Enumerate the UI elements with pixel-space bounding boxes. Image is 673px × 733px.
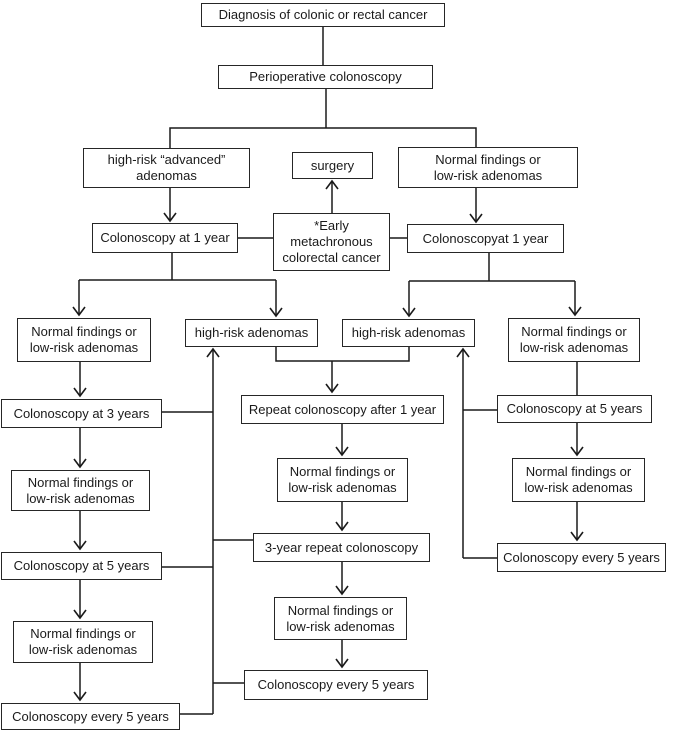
node-normal-findings-left-1: Normal findings or low-risk adenomas — [17, 318, 151, 362]
node-normal-findings-top-right: Normal findings or low-risk adenomas — [398, 147, 578, 188]
node-colonoscopy-every-5-years-right: Colonoscopy every 5 years — [497, 543, 666, 572]
node-colonoscopy-1-year-right: Colonoscopyat 1 year — [407, 224, 564, 253]
node-3-year-repeat-colonoscopy: 3-year repeat colonoscopy — [253, 533, 430, 562]
node-high-risk-adenomas-2: high-risk adenomas — [342, 319, 475, 347]
node-repeat-colonoscopy-after-1-year: Repeat colonoscopy after 1 year — [241, 395, 444, 424]
connector-lines — [72, 26, 584, 715]
node-normal-findings-right-1: Normal findings or low-risk adenomas — [508, 318, 640, 362]
node-colonoscopy-5-years-left: Colonoscopy at 5 years — [1, 552, 162, 580]
node-colonoscopy-3-years: Colonoscopy at 3 years — [1, 399, 162, 428]
node-early-metachronous-cancer: *Early metachronous colorectal cancer — [273, 213, 390, 271]
node-diagnosis: Diagnosis of colonic or rectal cancer — [201, 3, 445, 27]
node-colonoscopy-1-year-left: Colonoscopy at 1 year — [92, 223, 238, 253]
node-normal-findings-mid-2: Normal findings or low-risk adenomas — [274, 597, 407, 640]
node-surgery: surgery — [292, 152, 373, 179]
node-colonoscopy-every-5-years-mid: Colonoscopy every 5 years — [244, 670, 428, 700]
node-high-risk-adenomas-1: high-risk adenomas — [185, 319, 318, 347]
node-normal-findings-mid-1: Normal findings or low-risk adenomas — [277, 458, 408, 502]
node-perioperative-colonoscopy: Perioperative colonoscopy — [218, 65, 433, 89]
node-high-risk-advanced-adenomas: high-risk “advanced” adenomas — [83, 148, 250, 188]
node-normal-findings-left-3: Normal findings or low-risk adenomas — [13, 621, 153, 663]
node-normal-findings-right-2: Normal findings or low-risk adenomas — [512, 458, 645, 502]
node-colonoscopy-every-5-years-left: Colonoscopy every 5 years — [1, 703, 180, 730]
node-normal-findings-left-2: Normal findings or low-risk adenomas — [11, 470, 150, 511]
node-colonoscopy-5-years-right: Colonoscopy at 5 years — [497, 395, 652, 423]
